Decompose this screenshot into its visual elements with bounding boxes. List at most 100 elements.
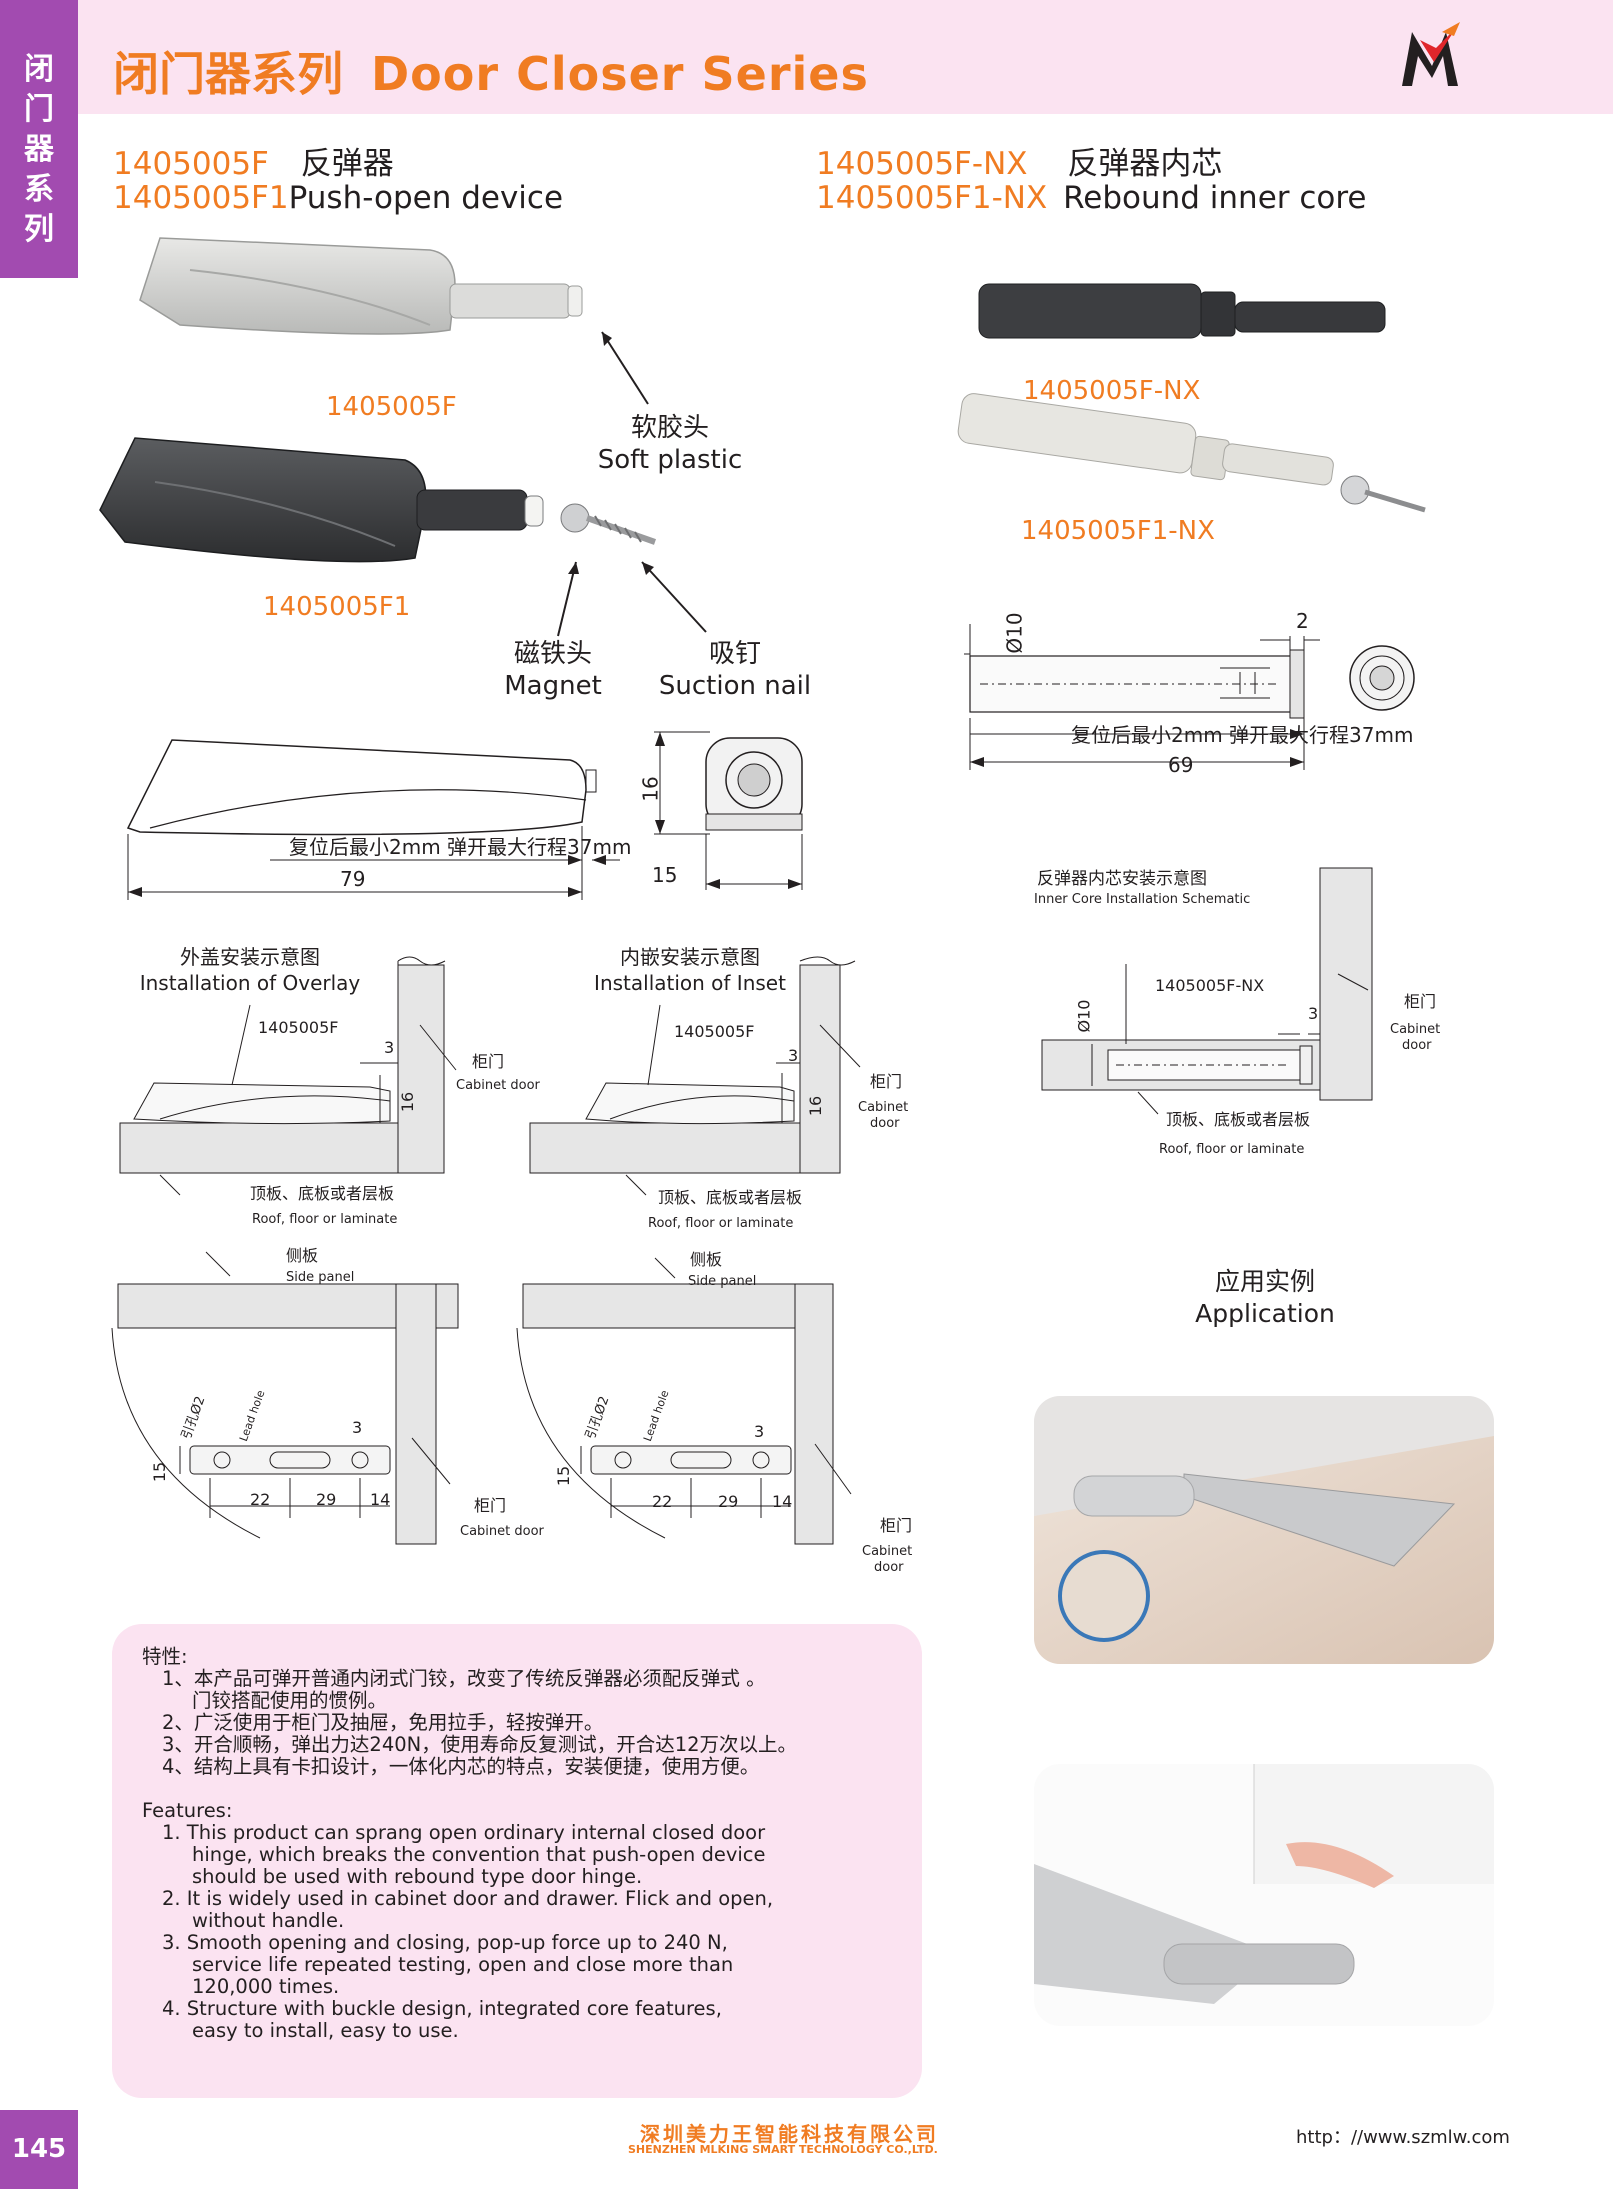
soft-plastic-cn: 软胶头 — [630, 413, 709, 443]
overlay-gap: 3 — [384, 1038, 395, 1057]
core-install-door-en-1: Cabinet — [1390, 1022, 1441, 1037]
core-install-gap: 3 — [1308, 1004, 1319, 1023]
feature-cn-3: 3、开合顺畅，弹出力达240N，使用寿命反复测试，开合达12万次以上。 — [162, 1733, 798, 1756]
feature-cn-1: 1、本产品可弹开普通内闭式门铰，改变了传统反弹器必须配反弹式 。 — [162, 1667, 766, 1690]
core-install-door-en-2: door — [1402, 1038, 1432, 1053]
core-install-title-en: Inner Core Installation Schematic — [1034, 892, 1251, 907]
inset-top-view — [516, 1257, 852, 1545]
inset-side-cn: 侧板 — [690, 1250, 723, 1269]
inset-dim-29: 29 — [718, 1492, 739, 1511]
stroke-note: 复位后最小2mm 弹开最大行程37mm — [289, 835, 632, 859]
inset-dim-14: 14 — [772, 1492, 793, 1511]
feature-en-2b: without handle. — [192, 1909, 345, 1932]
product-light-illustration — [139, 237, 583, 335]
inset-install-drawing — [529, 956, 861, 1196]
side-tab: 闭 门 器 系 列 — [0, 0, 78, 278]
overlay-height: 16 — [398, 1091, 418, 1113]
features-en-title: Features: — [142, 1799, 233, 1822]
inset-floor-en: Roof, floor or laminate — [648, 1216, 794, 1231]
right-name-cn: 反弹器内芯 — [1067, 146, 1223, 182]
right-code-2: 1405005F1-NX — [816, 180, 1048, 216]
overlay-door-cn: 柜门 — [472, 1052, 505, 1071]
soft-plastic-caption: 软胶头 Soft plastic — [590, 412, 750, 476]
company-url: http：//www.szmlw.com — [1296, 2127, 1510, 2148]
title-en: Door Closer Series — [371, 47, 869, 101]
nail-caption: 吸钉 Suction nail — [650, 638, 820, 702]
inset-title: 内嵌安装示意图 Installation of Inset — [570, 944, 810, 996]
core-dimension-drawing — [964, 624, 1415, 770]
application-title-en: Application — [1195, 1299, 1335, 1328]
overlay-dim-3: 3 — [352, 1418, 363, 1437]
label-1405005f: 1405005F — [326, 392, 457, 422]
overlay-dim-14: 14 — [370, 1490, 391, 1509]
magnet-leader — [557, 561, 579, 637]
overlay-title-cn: 外盖安装示意图 — [180, 945, 320, 969]
magnet-en: Magnet — [504, 671, 602, 701]
feature-en-3b: service life repeated testing, open and … — [192, 1953, 734, 1976]
soft-plastic-leader — [601, 331, 649, 405]
left-code-1: 1405005F — [113, 146, 269, 182]
soft-plastic-en: Soft plastic — [597, 445, 743, 475]
core-light-illustration — [957, 393, 1426, 513]
overlay-top-door-cn: 柜门 — [474, 1496, 507, 1515]
feature-cn-1b: 门铰搭配使用的惯例。 — [192, 1689, 388, 1712]
left-heading-2: 1405005F1Push-open device — [113, 180, 563, 216]
nail-cn: 吸钉 — [708, 639, 761, 669]
overlay-title-en: Installation of Overlay — [139, 971, 361, 995]
company-name-en: SHENZHEN MLKING SMART TECHNOLOGY CO.,LTD… — [628, 2143, 938, 2156]
magnet-cn: 磁铁头 — [513, 639, 592, 669]
core-install-model: 1405005F-NX — [1155, 976, 1265, 995]
overlay-dim-29: 29 — [316, 1490, 337, 1509]
feature-en-3c: 120,000 times. — [192, 1975, 340, 1998]
inset-top-door-en-2: door — [874, 1560, 904, 1575]
features-cn-title: 特性: — [142, 1645, 188, 1668]
inset-height: 16 — [806, 1095, 826, 1117]
feature-en-1b: hinge, which breaks the convention that … — [192, 1843, 766, 1866]
application-title-cn: 应用实例 — [1214, 1267, 1315, 1296]
inset-model: 1405005F — [674, 1022, 755, 1041]
end-view-drawing — [654, 731, 803, 890]
body-dimension-drawing — [126, 739, 620, 900]
overlay-top-door-en: Cabinet door — [460, 1524, 544, 1539]
overlay-dim-15: 15 — [150, 1461, 170, 1483]
overlay-side-en: Side panel — [286, 1270, 355, 1285]
magnet-caption: 磁铁头 Magnet — [488, 638, 618, 702]
left-name-cn: 反弹器 — [300, 146, 394, 182]
inset-dim-22: 22 — [652, 1492, 673, 1511]
left-code-2: 1405005F1 — [113, 180, 289, 216]
core-install-drawing — [1041, 867, 1373, 1115]
inset-door-en-1: Cabinet — [858, 1100, 909, 1115]
overlay-title: 外盖安装示意图 Installation of Overlay — [130, 944, 370, 996]
feature-en-1c: should be used with rebound type door hi… — [192, 1865, 643, 1888]
core-install-floor-en: Roof, floor or laminate — [1159, 1142, 1305, 1157]
overlay-model: 1405005F — [258, 1018, 339, 1037]
side-tab-char: 闭 — [24, 52, 54, 87]
core-install-dia: Ø10 — [1074, 999, 1094, 1033]
core-dim-69: 69 — [1168, 753, 1194, 777]
right-name-en: Rebound inner core — [1063, 180, 1367, 216]
inset-floor-cn: 顶板、底板或者层板 — [658, 1188, 803, 1207]
label-1405005f1: 1405005F1 — [263, 592, 411, 622]
inset-door-en-2: door — [870, 1116, 900, 1131]
inset-top-door-cn: 柜门 — [880, 1516, 913, 1535]
inset-top-door-en-1: Cabinet — [862, 1544, 913, 1559]
feature-cn-2: 2、广泛使用于柜门及抽屉，免用拉手，轻按弹开。 — [162, 1711, 604, 1734]
feature-en-4b: easy to install, easy to use. — [192, 2019, 459, 2042]
right-code-1: 1405005F-NX — [816, 146, 1028, 182]
application-photo-1 — [1034, 1396, 1494, 1664]
dim-79: 79 — [340, 867, 366, 891]
core-dim-dia: Ø10 — [1002, 612, 1027, 654]
overlay-door-en: Cabinet door — [456, 1078, 540, 1093]
page-number: 145 — [0, 2110, 78, 2189]
nail-leader — [641, 561, 707, 633]
header-band — [0, 0, 1613, 114]
side-tab-char: 器 — [24, 132, 54, 167]
right-heading-2: 1405005F1-NX Rebound inner core — [816, 180, 1367, 216]
inset-title-cn: 内嵌安装示意图 — [620, 945, 760, 969]
label-1405005f-nx: 1405005F-NX — [1023, 376, 1201, 406]
inset-side-en: Side panel — [688, 1274, 757, 1289]
feature-en-4: 4. Structure with buckle design, integra… — [162, 1997, 722, 2020]
overlay-floor-cn: 顶板、底板或者层板 — [250, 1184, 395, 1203]
side-tab-char: 门 — [24, 92, 54, 127]
